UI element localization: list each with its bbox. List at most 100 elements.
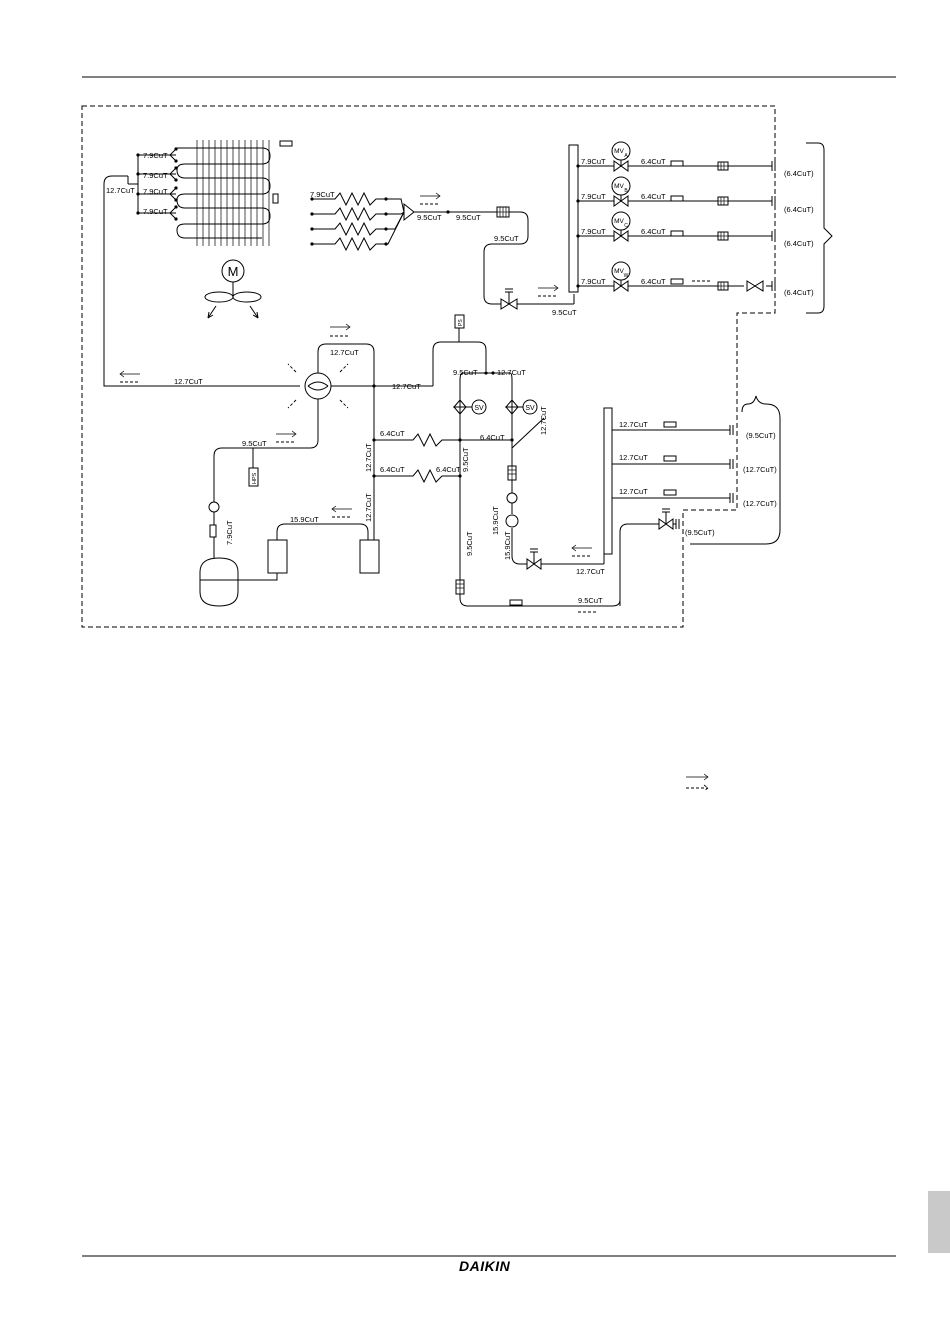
pipe-label: 12.7CuT — [619, 487, 648, 496]
pipe-label: 15.9CuT — [290, 515, 319, 524]
svg-text:A: A — [624, 153, 628, 159]
liquid-thermistor — [670, 160, 684, 167]
liquid-thermistor — [670, 278, 684, 285]
pipe-label: 7.9CuT — [581, 157, 606, 166]
pipe-label: 7.9CuT — [581, 277, 606, 286]
pipe-label: 12.7CuT — [174, 377, 203, 386]
coil-thermistor — [279, 140, 293, 147]
pipe-label: 9.5CuT — [578, 596, 603, 605]
gas-group-brace — [690, 395, 781, 545]
pipe-label: 9.5CuT — [494, 234, 519, 243]
pipe-label: 12.7CuT — [106, 186, 135, 195]
pipe-label: 6.4CuT — [641, 227, 666, 236]
pipe-label: 12.7CuT — [539, 406, 548, 435]
flow-arrow-cooling — [276, 430, 297, 438]
flow-arrow-cooling — [571, 544, 592, 552]
capillary-tubes — [374, 432, 512, 484]
flow-arrow-cooling — [330, 323, 351, 331]
solenoid-valve-2 — [522, 399, 538, 415]
connection-size: (12.7CuT) — [743, 465, 777, 474]
pipe-label: 6.4CuT — [641, 192, 666, 201]
legend-cooling-arrow — [686, 773, 709, 781]
pipe-label: 12.7CuT — [576, 567, 605, 576]
propeller-fan-icon — [204, 282, 262, 319]
air-thermistor — [272, 193, 279, 204]
brand-logo: DAIKIN — [459, 1258, 511, 1274]
high-pressure-switch-label: HPS — [252, 472, 258, 484]
section-tab — [928, 1191, 950, 1253]
pipe-label: 9.5CuT — [242, 439, 267, 448]
pressure-switch-label: PS — [458, 319, 464, 326]
solenoid-valve-1-label: SV — [474, 405, 484, 412]
distributor-capillaries — [312, 191, 497, 252]
connection-size: (12.7CuT) — [743, 499, 777, 508]
flow-arrow-cooling — [331, 505, 352, 513]
svg-text:W: W — [624, 273, 629, 279]
legend-heating-arrow — [686, 784, 709, 792]
check-valve — [506, 492, 518, 504]
pipe-label: 6.4CuT — [380, 429, 405, 438]
pipe-label: 9.5CuT — [453, 368, 478, 377]
coil-branch-pipes — [103, 148, 300, 387]
flow-arrow-cooling — [119, 370, 140, 378]
pipe-label: 7.9CuT — [143, 207, 168, 216]
svg-text:MV: MV — [614, 148, 624, 155]
branch-w — [578, 279, 772, 292]
pipe-label: 6.4CuT — [436, 465, 461, 474]
flow-arrow-cooling — [538, 284, 559, 292]
solenoid-valve-2-label: SV — [525, 405, 535, 412]
connection-size: (6.4CuT) — [784, 239, 814, 248]
svg-text:MV: MV — [614, 268, 624, 275]
svg-text:MV: MV — [614, 218, 624, 225]
branch-filters — [717, 161, 729, 291]
liquid-thermistor — [670, 195, 684, 202]
connection-size: (6.4CuT) — [784, 169, 814, 178]
stop-valve-gas — [526, 548, 542, 570]
liquid-header — [568, 144, 579, 293]
pipe-label: 15.9CuT — [503, 531, 512, 560]
liquid-group-brace — [806, 142, 833, 314]
expansion-valve-c: MV C — [611, 211, 631, 231]
connection-size: (6.4CuT) — [784, 205, 814, 214]
pipe-label: 9.5CuT — [461, 447, 470, 472]
liquid-thermistor — [670, 230, 684, 237]
svg-text:MV: MV — [614, 183, 624, 190]
connection-size: (9.5CuT) — [685, 528, 715, 537]
pipe-label: 7.9CuT — [310, 190, 335, 199]
expansion-valve-a: MV A — [611, 141, 631, 161]
compressor — [199, 557, 239, 607]
pipe-label: 7.9CuT — [581, 192, 606, 201]
pipe-label: 12.7CuT — [497, 368, 526, 377]
discharge-thermistor — [209, 524, 217, 538]
flow-arrow-cooling — [420, 192, 441, 200]
gas-thermistor — [663, 455, 677, 462]
service-valve-gas — [619, 508, 680, 606]
pipe-label: 7.9CuT — [143, 187, 168, 196]
gas-header-branches — [612, 425, 734, 503]
solenoid-valve-1 — [471, 399, 487, 415]
svg-text:B: B — [624, 188, 628, 194]
outdoor-unit-boundary — [81, 105, 776, 628]
pipe-label: 7.9CuT — [143, 151, 168, 160]
stop-valve-liquid — [500, 288, 518, 310]
expansion-valve-w: MV W — [611, 261, 631, 281]
bottom-thermistor — [509, 599, 523, 606]
flare-connections-liquid — [771, 161, 776, 291]
connection-size: (6.4CuT) — [784, 288, 814, 297]
pipe-label: 12.7CuT — [392, 382, 421, 391]
accumulator — [267, 539, 288, 574]
pipe-label: 6.4CuT — [641, 157, 666, 166]
oil-separator-icon — [208, 501, 220, 513]
pipe-label: 12.7CuT — [330, 348, 359, 357]
pipe-label: 9.5CuT — [456, 213, 481, 222]
expansion-valve-b: MV B — [611, 176, 631, 196]
pipe-label: 7.9CuT — [143, 171, 168, 180]
pipe-label: 6.4CuT — [380, 465, 405, 474]
pipe-label: 6.4CuT — [641, 277, 666, 286]
pipe-label: 7.9CuT — [581, 227, 606, 236]
pipe-label: 12.7CuT — [619, 453, 648, 462]
pipe-label: 9.5CuT — [552, 308, 577, 317]
pipe-label: 9.5CuT — [465, 531, 474, 556]
gas-header — [603, 407, 613, 555]
